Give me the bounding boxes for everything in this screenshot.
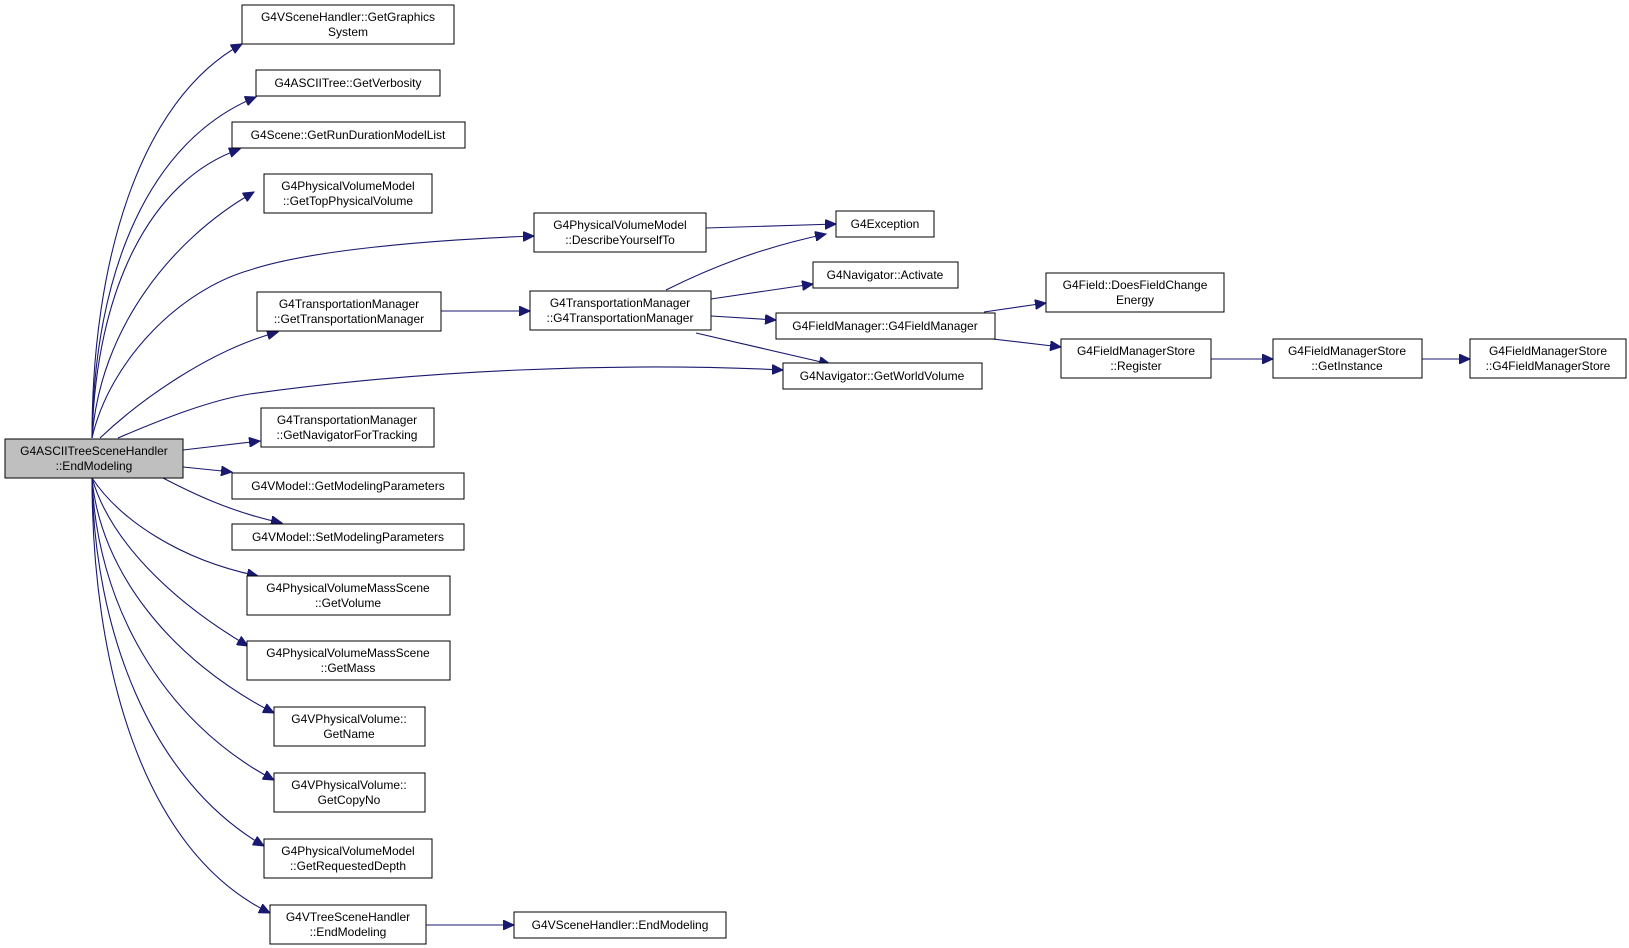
node-g4exception[interactable]: G4Exception xyxy=(835,210,935,238)
edge-transportationManagerCtor-to-g4exception xyxy=(665,234,826,291)
node-g4scene-getrundurationmodellist[interactable]: G4Scene::GetRunDurationModelList xyxy=(231,121,466,149)
edge-root-to-getWorldVolume xyxy=(117,367,783,439)
node-label-line-1: G4ASCIITree::GetVerbosity xyxy=(275,76,422,90)
node-label-line-2: ::GetRequestedDepth xyxy=(290,859,406,873)
edge-root-to-getTransportationManager xyxy=(99,332,278,439)
node-g4vscenehandler-endmodeling[interactable]: G4VSceneHandler::EndModeling xyxy=(513,911,727,939)
node-g4vphysicalvolume-getcopyno[interactable]: G4VPhysicalVolume:: GetCopyNo xyxy=(273,772,426,813)
edge-root-to-getVerbosity xyxy=(91,97,256,439)
node-g4transportationmanager-getnavigatorfortracking[interactable]: G4TransportationManager ::GetNavigatorFo… xyxy=(260,407,435,448)
node-label-line-1: G4Field::DoesFieldChange xyxy=(1063,278,1208,292)
edge-root-to-pvmsGetVolume xyxy=(91,477,258,576)
edge-transportationManagerCtor-to-navActivate xyxy=(710,284,813,300)
node-g4fieldmanagerstore-register[interactable]: G4FieldManagerStore ::Register xyxy=(1060,338,1212,379)
node-label-line-1: G4VModel::GetModelingParameters xyxy=(251,479,444,493)
node-g4vscenehandler-getgraphicssystem[interactable]: G4VSceneHandler::GetGraphics System xyxy=(241,4,455,45)
node-label-line-1: G4PhysicalVolumeModel xyxy=(281,844,414,858)
node-g4vmodel-setmodelingparameters[interactable]: G4VModel::SetModelingParameters xyxy=(231,523,465,551)
node-g4transportationmanager-ctor[interactable]: G4TransportationManager ::G4Transportati… xyxy=(529,290,712,331)
edge-root-to-describeYourself xyxy=(91,236,534,439)
node-label-line-2: Energy xyxy=(1116,293,1154,307)
edge-fieldManagerCtor-to-doesFieldChangeEnergy xyxy=(983,303,1046,313)
node-g4physicalvolumemodel-describeyourselfto[interactable]: G4PhysicalVolumeModel ::DescribeYourself… xyxy=(533,212,707,253)
edge-root-to-getRunDuration xyxy=(91,149,240,439)
edge-root-to-vpvGetCopyNo xyxy=(91,477,274,780)
node-label-line-1: G4TransportationManager xyxy=(279,297,419,311)
edge-fieldManagerCtor-to-fmsRegister xyxy=(983,337,1061,347)
node-label-line-2: ::GetInstance xyxy=(1311,359,1383,373)
node-label-line-1: G4PhysicalVolumeModel xyxy=(281,179,414,193)
node-label-line-1: G4ASCIITreeSceneHandler xyxy=(20,444,168,458)
node-g4fieldmanagerstore-getinstance[interactable]: G4FieldManagerStore ::GetInstance xyxy=(1272,338,1423,379)
node-label-line-1: G4TransportationManager xyxy=(277,413,417,427)
node-label-line-1: G4FieldManagerStore xyxy=(1288,344,1406,358)
edge-root-to-vpvGetName xyxy=(91,477,274,713)
node-label-line-1: G4Exception xyxy=(851,217,920,231)
node-g4physicalvolumemodel-gettopphysicalvolume[interactable]: G4PhysicalVolumeModel ::GetTopPhysicalVo… xyxy=(263,173,433,214)
node-g4fieldmanagerstore-ctor[interactable]: G4FieldManagerStore ::G4FieldManagerStor… xyxy=(1469,338,1627,379)
node-label-line-1: G4Navigator::Activate xyxy=(827,268,944,282)
edge-root-to-pvmsGetMass xyxy=(91,477,248,646)
node-label-line-1: G4VPhysicalVolume:: xyxy=(291,712,406,726)
edge-root-to-getRequestedDepth xyxy=(91,477,264,846)
node-label-line-2: ::GetVolume xyxy=(315,596,381,610)
node-g4asciitree-getverbosity[interactable]: G4ASCIITree::GetVerbosity xyxy=(255,69,441,97)
node-g4physicalvolumemodel-getrequesteddepth[interactable]: G4PhysicalVolumeModel ::GetRequestedDept… xyxy=(263,838,433,879)
edge-root-to-getTopPV xyxy=(91,192,254,439)
node-label-line-2: GetCopyNo xyxy=(318,793,381,807)
node-label-line-2: GetName xyxy=(323,727,375,741)
node-g4navigator-getworldvolume[interactable]: G4Navigator::GetWorldVolume xyxy=(782,362,983,390)
node-label-line-2: ::GetNavigatorForTracking xyxy=(277,428,418,442)
node-label-line-1: G4PhysicalVolumeMassScene xyxy=(266,646,430,660)
node-g4fieldmanager-ctor[interactable]: G4FieldManager::G4FieldManager xyxy=(775,312,996,340)
node-label-line-1: G4VPhysicalVolume:: xyxy=(291,778,406,792)
node-label-line-2: ::G4FieldManagerStore xyxy=(1486,359,1611,373)
node-label-line-1: G4VModel::SetModelingParameters xyxy=(252,530,444,544)
edge-root-to-vtreeEndModeling xyxy=(91,477,270,913)
node-label-line-2: ::GetTransportationManager xyxy=(274,312,424,326)
node-label-line-1: G4PhysicalVolumeModel xyxy=(553,218,686,232)
node-g4vtreescenehandler-endmodeling[interactable]: G4VTreeSceneHandler ::EndModeling xyxy=(269,904,427,945)
node-label-line-1: G4FieldManagerStore xyxy=(1489,344,1607,358)
node-label-line-2: ::DescribeYourselfTo xyxy=(565,233,675,247)
node-g4physicalvolumemassscene-getvolume[interactable]: G4PhysicalVolumeMassScene ::GetVolume xyxy=(246,575,451,616)
edge-transportationManagerCtor-to-fieldManagerCtor xyxy=(710,316,776,320)
edge-root-to-getNavForTracking xyxy=(182,441,260,451)
node-label-line-2: ::GetMass xyxy=(321,661,376,675)
node-label-line-1: G4VTreeSceneHandler xyxy=(286,910,410,924)
node-g4vmodel-getmodelingparameters[interactable]: G4VModel::GetModelingParameters xyxy=(231,472,465,500)
edge-root-to-setModelingParams xyxy=(162,477,282,523)
node-g4asciitreescenehandler-endmodeling[interactable]: G4ASCIITreeSceneHandler ::EndModeling xyxy=(4,438,184,479)
node-label-line-1: G4TransportationManager xyxy=(550,296,690,310)
node-label-line-2: ::GetTopPhysicalVolume xyxy=(283,194,413,208)
node-label-line-2: ::Register xyxy=(1110,359,1161,373)
edge-describeYourself-to-g4exception xyxy=(705,224,836,228)
node-g4transportationmanager-gettransportationmanager[interactable]: G4TransportationManager ::GetTransportat… xyxy=(256,291,442,332)
node-g4navigator-activate[interactable]: G4Navigator::Activate xyxy=(812,261,959,289)
node-label-line-2: ::EndModeling xyxy=(56,459,133,473)
node-label-line-1: G4FieldManager::G4FieldManager xyxy=(792,319,977,333)
edges xyxy=(91,44,1470,925)
node-g4physicalvolumemassscene-getmass[interactable]: G4PhysicalVolumeMassScene ::GetMass xyxy=(246,640,451,681)
node-label-line-1: G4FieldManagerStore xyxy=(1077,344,1195,358)
node-g4vphysicalvolume-getname[interactable]: G4VPhysicalVolume:: GetName xyxy=(273,706,426,747)
edge-root-to-getModelingParams xyxy=(182,467,232,472)
node-label-line-1: G4VSceneHandler::EndModeling xyxy=(532,918,709,932)
node-label-line-2: System xyxy=(328,25,368,39)
node-label-line-1: G4VSceneHandler::GetGraphics xyxy=(261,10,435,24)
node-label-line-2: ::G4TransportationManager xyxy=(547,311,694,325)
node-label-line-1: G4PhysicalVolumeMassScene xyxy=(266,581,430,595)
node-label-line-2: ::EndModeling xyxy=(310,925,387,939)
edge-transportationManagerCtor-to-getWorldVolume xyxy=(695,332,830,364)
edge-root-to-getGraphicsSystem xyxy=(91,44,242,439)
node-label-line-1: G4Scene::GetRunDurationModelList xyxy=(251,128,446,142)
node-label-line-1: G4Navigator::GetWorldVolume xyxy=(800,369,965,383)
node-g4field-doesfieldchangeenergy[interactable]: G4Field::DoesFieldChange Energy xyxy=(1045,272,1225,313)
